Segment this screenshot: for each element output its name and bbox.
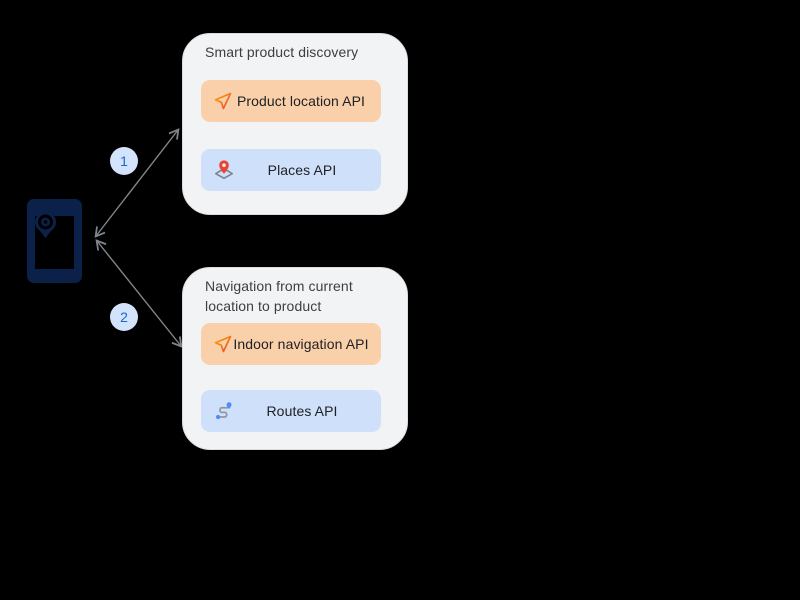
lens-pin-glyph	[35, 211, 56, 238]
chip-label: Indoor navigation API	[233, 336, 369, 352]
chip-label: Product location API	[236, 93, 366, 109]
group-title: Smart product discovery	[205, 44, 359, 60]
smartphone-visual-search-icon	[27, 199, 82, 288]
group-title: Navigation from current location to prod…	[205, 278, 353, 314]
group-navigation-to-product: Navigation from current location to prod…	[182, 267, 408, 450]
map-pin-icon	[213, 159, 235, 181]
chip-routes-api: Routes API	[201, 390, 381, 432]
step-badge-1: 1	[110, 147, 138, 175]
chip-indoor-navigation-api: Indoor navigation API	[201, 323, 381, 365]
chip-label: Places API	[267, 162, 337, 178]
chip-places-api: Places API	[201, 149, 381, 191]
navigation-arrow-icon	[213, 334, 233, 354]
chip-label: Routes API	[266, 403, 338, 419]
arrow-step-1	[94, 128, 180, 238]
route-icon	[213, 400, 235, 422]
arrow-step-2	[95, 239, 183, 348]
navigation-arrow-icon	[213, 91, 233, 111]
chip-product-location-api: Product location API	[201, 80, 381, 122]
group-smart-product-discovery: Smart product discovery Product location…	[182, 33, 408, 215]
step-badge-2: 2	[110, 303, 138, 331]
